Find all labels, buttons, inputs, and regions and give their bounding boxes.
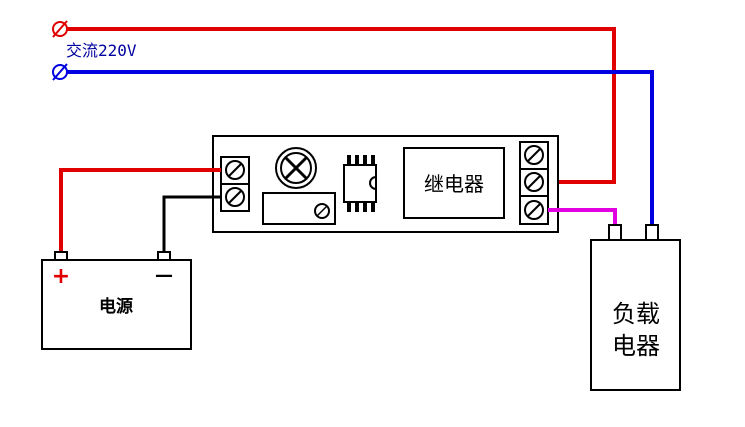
output-terminal-block	[519, 141, 549, 225]
ac-label: 交流220V	[66, 41, 137, 60]
relay-label: 继电器	[424, 172, 484, 196]
relay-box: 继电器	[403, 147, 505, 219]
potentiometer-icon	[262, 192, 336, 225]
indicator-lamp-icon	[275, 147, 317, 189]
power-label: 电源	[99, 296, 133, 317]
load-label-line1: 负载	[612, 300, 660, 328]
relay-module: 继电器	[212, 135, 559, 233]
negative-terminal-label: —	[155, 265, 173, 286]
positive-terminal-label: +	[52, 264, 70, 289]
battery-positive-wire	[59, 168, 221, 253]
ic-chip-icon	[343, 155, 377, 212]
relay-output-wire	[548, 208, 617, 226]
load-label-line2: 电器	[612, 332, 660, 360]
power-supply: + — 电源	[41, 251, 192, 350]
ac-neutral-wire	[52, 63, 654, 226]
input-terminal-block	[220, 156, 250, 212]
battery-negative-wire	[162, 195, 221, 253]
ac-live-wire	[52, 20, 616, 184]
load-appliance: 负载 电器	[590, 224, 681, 391]
